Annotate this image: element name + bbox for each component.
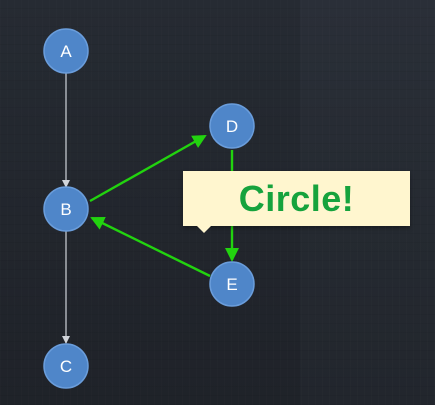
node-b-label: B <box>60 200 71 219</box>
node-e-label: E <box>226 275 237 294</box>
node-a[interactable]: A <box>43 28 89 74</box>
edge-b-d <box>89 134 207 203</box>
edge-e-b <box>90 216 211 278</box>
callout-box: Circle! <box>183 171 410 226</box>
node-e[interactable]: E <box>209 261 255 307</box>
callout-tail <box>195 224 213 233</box>
node-b[interactable]: B <box>43 186 89 232</box>
node-a-label: A <box>60 42 72 61</box>
node-d[interactable]: D <box>209 103 255 149</box>
node-c[interactable]: C <box>43 343 89 389</box>
node-c-label: C <box>60 357 72 376</box>
node-d-label: D <box>226 117 238 136</box>
callout-text: Circle! <box>238 177 355 219</box>
